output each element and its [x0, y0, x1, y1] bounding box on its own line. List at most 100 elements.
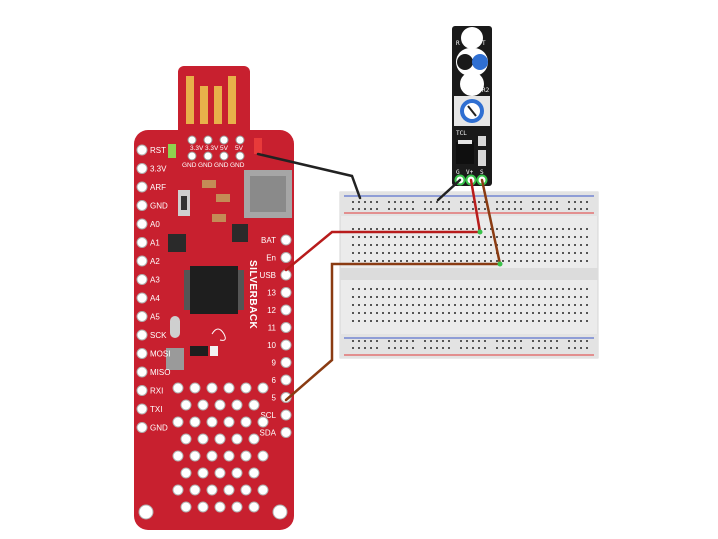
breadboard-hole: [544, 252, 546, 254]
right-pin: [280, 269, 292, 281]
breadboard-hole: [382, 288, 384, 290]
breadboard-hole: [472, 296, 474, 298]
breadboard-hole: [574, 201, 576, 203]
proto-hole: [231, 467, 243, 479]
header-pin: [219, 151, 229, 161]
proto-hole: [248, 399, 260, 411]
breadboard-hole: [466, 340, 468, 342]
breadboard-hole: [394, 208, 396, 210]
breadboard-hole: [394, 296, 396, 298]
header-pin: [235, 151, 245, 161]
right-pin: [280, 357, 292, 368]
left-pin-label: RXI: [150, 387, 163, 396]
pin-label-3v3-a: 3.3V: [190, 145, 204, 152]
right-pin: [280, 287, 292, 298]
breadboard-hole: [352, 208, 354, 210]
breadboard-hole: [544, 347, 546, 349]
breadboard-hole: [568, 288, 570, 290]
breadboard-hole: [472, 260, 474, 262]
breadboard-hole: [454, 260, 456, 262]
breadboard-hole: [406, 244, 408, 246]
breadboard-hole: [538, 260, 540, 262]
breadboard-hole: [544, 320, 546, 322]
breadboard-hole: [436, 340, 438, 342]
breadboard-hole: [484, 244, 486, 246]
left-pin: [136, 144, 148, 156]
breadboard-hole: [376, 228, 378, 230]
left-pin-label: GND: [150, 424, 168, 433]
breadboard-hole: [418, 296, 420, 298]
breadboard-hole: [580, 288, 582, 290]
breadboard-hole: [466, 228, 468, 230]
breadboard-hole: [406, 208, 408, 210]
breadboard-hole: [352, 320, 354, 322]
breadboard-hole: [364, 312, 366, 314]
breadboard-hole: [508, 347, 510, 349]
proto-hole: [180, 501, 192, 513]
breadboard-hole: [544, 288, 546, 290]
module-mark-t: T: [482, 40, 486, 47]
breadboard-hole: [478, 296, 480, 298]
breadboard-hole: [544, 340, 546, 342]
wires: [256, 152, 503, 402]
breadboard-hole: [550, 296, 552, 298]
proto-hole: [240, 484, 252, 496]
pin-label-5v-a: 5V: [220, 145, 229, 152]
breadboard-hole: [436, 296, 438, 298]
breadboard-hole: [502, 347, 504, 349]
breadboard-hole: [352, 244, 354, 246]
breadboard-hole: [382, 312, 384, 314]
breadboard-hole: [580, 228, 582, 230]
breadboard-hole: [436, 208, 438, 210]
breadboard-hole: [520, 347, 522, 349]
breadboard-hole: [508, 312, 510, 314]
module-mark-r2: R2: [482, 87, 490, 94]
breadboard-hole: [502, 320, 504, 322]
breadboard-hole: [448, 244, 450, 246]
breadboard-hole: [496, 296, 498, 298]
board-name: SILVERBACK: [247, 260, 258, 330]
breadboard-hole: [556, 244, 558, 246]
breadboard-hole: [580, 347, 582, 349]
breadboard-hole: [412, 340, 414, 342]
breadboard-hole: [532, 208, 534, 210]
proto-hole: [240, 416, 252, 428]
breadboard-hole: [388, 296, 390, 298]
breadboard-hole: [568, 304, 570, 306]
breadboard-hole: [364, 288, 366, 290]
breadboard-hole: [478, 312, 480, 314]
breadboard-hole: [496, 312, 498, 314]
breadboard-hole: [526, 236, 528, 238]
left-pin: [136, 218, 148, 230]
breadboard-hole: [466, 236, 468, 238]
breadboard-hole: [580, 244, 582, 246]
breadboard-hole: [376, 320, 378, 322]
breadboard-hole: [514, 347, 516, 349]
breadboard-hole: [514, 228, 516, 230]
breadboard-hole: [544, 208, 546, 210]
right-pin-label: BAT: [261, 236, 276, 245]
breadboard-hole: [358, 208, 360, 210]
breadboard-hole: [544, 244, 546, 246]
breadboard-hole: [460, 340, 462, 342]
mounting-hole: [138, 504, 154, 520]
breadboard-hole: [586, 340, 588, 342]
breadboard-hole: [514, 244, 516, 246]
module-chip-label: TCL: [456, 130, 467, 137]
breadboard-hole: [508, 244, 510, 246]
breadboard-hole: [484, 340, 486, 342]
breadboard-hole: [412, 201, 414, 203]
breadboard-hole: [388, 340, 390, 342]
left-pin: [136, 274, 148, 285]
proto-hole: [223, 450, 235, 462]
breadboard-hole: [394, 252, 396, 254]
left-pin: [136, 311, 148, 322]
breadboard-hole: [526, 320, 528, 322]
breadboard-hole: [406, 260, 408, 262]
breadboard-hole: [550, 228, 552, 230]
breadboard-hole: [490, 312, 492, 314]
breadboard-hole: [472, 288, 474, 290]
breadboard-hole: [580, 236, 582, 238]
breadboard-hole: [352, 340, 354, 342]
proto-hole: [172, 450, 184, 462]
